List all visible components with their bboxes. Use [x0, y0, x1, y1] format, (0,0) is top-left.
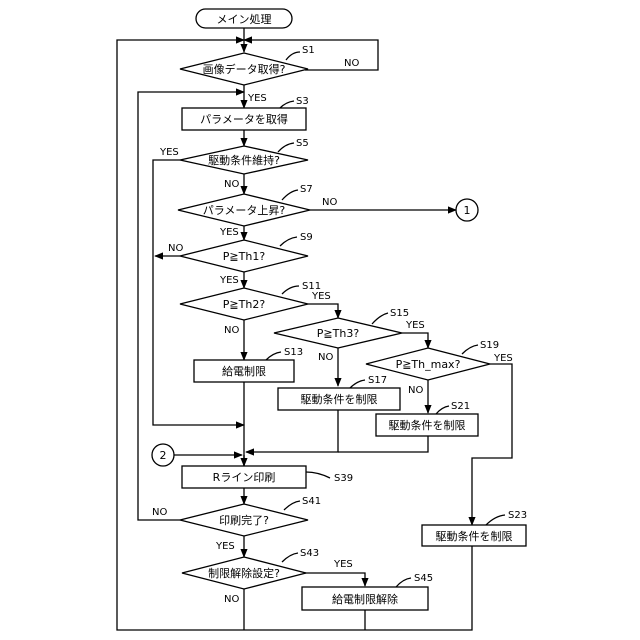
s43-yes-label: YES	[333, 559, 353, 570]
s41-yes-label: YES	[215, 541, 235, 552]
step-id-s45: S45	[414, 573, 433, 584]
step-id-s13: S13	[284, 347, 303, 358]
process-s13-label: 給電制限	[222, 364, 266, 378]
step-id-s1: S1	[302, 45, 315, 56]
s41-no-label: NO	[152, 507, 167, 518]
s15-no-label: NO	[318, 352, 333, 363]
step-leader	[280, 237, 297, 246]
step-id-s19: S19	[480, 340, 499, 351]
step-id-s15: S15	[390, 308, 409, 319]
step-id-s41: S41	[302, 496, 321, 507]
s19-no-label: NO	[408, 385, 423, 396]
step-leader	[462, 345, 478, 354]
step-leader	[286, 52, 300, 60]
step-leader	[350, 380, 365, 388]
connector-1-label: 1	[464, 204, 471, 217]
flow-line-s15-yes	[402, 333, 428, 348]
decision-s19-label: P≧Th_max?	[396, 358, 461, 371]
step-leader	[486, 515, 505, 525]
process-s17-label: 駆動条件を制限	[301, 392, 378, 406]
step-leader	[266, 352, 281, 360]
s1-yes-label: YES	[247, 93, 267, 104]
flow-line-s19-yes	[472, 364, 512, 525]
step-leader	[282, 553, 298, 562]
decision-s5-label: 駆動条件維持?	[208, 153, 280, 167]
s9-yes-label: YES	[219, 275, 239, 286]
s7-no-label: NO	[322, 197, 337, 208]
flow-line-s17-merge	[246, 410, 338, 452]
step-leader	[278, 143, 294, 152]
process-s23-label: 駆動条件を制限	[436, 529, 513, 543]
s11-yes-label: YES	[311, 291, 331, 302]
step-id-s39: S39	[334, 473, 353, 484]
step-id-s17: S17	[368, 375, 387, 386]
step-leader	[436, 406, 449, 414]
s5-yes-label: YES	[159, 147, 179, 158]
decision-s43-label: 制限解除設定?	[208, 566, 280, 580]
decision-s9-label: P≧Th1?	[223, 250, 266, 263]
step-leader	[396, 578, 411, 587]
step-id-s7: S7	[300, 184, 313, 195]
s15-yes-label: YES	[405, 320, 425, 331]
decision-s11-label: P≧Th2?	[223, 298, 266, 311]
start-label: メイン処理	[217, 13, 272, 26]
s11-no-label: NO	[224, 325, 239, 336]
step-leader	[282, 286, 299, 294]
s19-yes-label: YES	[493, 353, 513, 364]
process-s21-label: 駆動条件を制限	[389, 418, 466, 432]
step-leader	[280, 101, 294, 108]
s1-no-label: NO	[344, 58, 359, 69]
decision-s7-label: パラメータ上昇?	[203, 204, 286, 217]
process-s3-label: パラメータを取得	[200, 113, 288, 126]
step-leader	[284, 501, 300, 510]
step-leader	[306, 472, 330, 478]
step-id-s9: S9	[300, 232, 313, 243]
flow-line-s21-merge	[338, 436, 428, 452]
step-id-s21: S21	[451, 401, 470, 412]
step-id-s43: S43	[300, 548, 319, 559]
s7-yes-label: YES	[219, 227, 239, 238]
decision-s1-label: 画像データ取得?	[203, 62, 286, 76]
s5-no-label: NO	[224, 179, 239, 190]
decision-s41-label: 印刷完了?	[219, 513, 269, 527]
s9-no-label: NO	[168, 243, 183, 254]
step-leader	[282, 190, 298, 200]
step-id-s23: S23	[508, 510, 527, 521]
process-s39-label: Rライン印刷	[213, 471, 276, 484]
step-leader	[372, 313, 388, 324]
flow-line-s43-yes	[305, 573, 365, 586]
process-s45-label: 給電制限解除	[332, 592, 398, 606]
s43-no-label: NO	[224, 594, 239, 605]
flow-line-s11-yes	[308, 304, 338, 318]
step-id-s5: S5	[296, 138, 309, 149]
decision-s15-label: P≧Th3?	[317, 327, 360, 340]
step-id-s3: S3	[296, 96, 309, 107]
connector-2-label: 2	[160, 449, 167, 462]
